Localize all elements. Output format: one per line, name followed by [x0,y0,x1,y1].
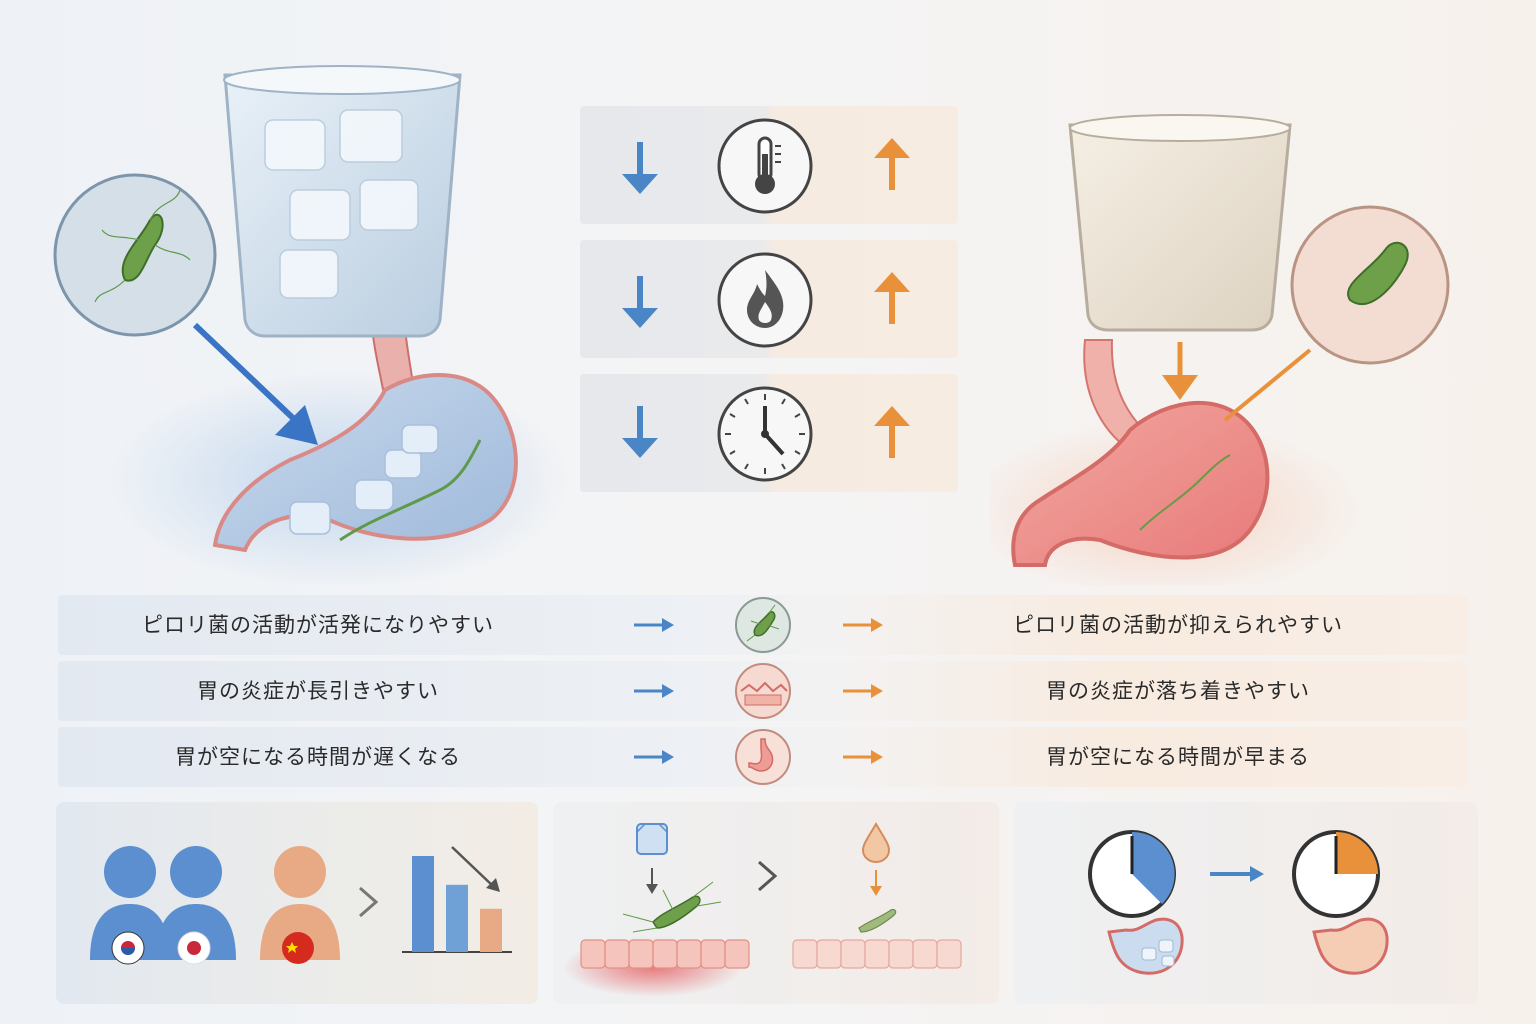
gastric-emptying-card [1014,802,1478,1004]
trend-arrow [451,846,495,888]
warm-up-arrow-icon [874,138,910,190]
gastric-emptying-illustration [1088,830,1389,975]
warm-right-arrow-icon [843,684,883,698]
comparison-row-temperature [580,106,958,224]
ice-cube-icon [636,823,668,855]
warm-clock-icon [1292,830,1380,918]
effect-row-inflammation: 胃の炎症が長引きやすい 胃の炎症が落ち着きやすい [58,661,1468,721]
thermometer-icon [717,118,813,214]
stomach-icon [735,729,791,785]
bar [412,856,434,952]
effect-warm-text: 胃が空になる時間が早まる [1046,745,1310,769]
population-card [56,802,538,1004]
effect-warm-text: ピロリ菌の活動が抑えられやすい [1013,613,1343,637]
inflamed-tissue-icon [735,663,791,719]
bar [446,884,468,952]
effect-row-emptying: 胃が空になる時間が遅くなる 胃が空になる時間が早まる [58,727,1468,787]
person-icon [260,846,340,964]
effect-row-bacteria: ピロリ菌の活動が活発になりやすい ピロリ菌の活動が抑えられやすい [58,595,1468,655]
warm-up-arrow-icon [874,406,910,458]
cold-illustration [53,65,570,585]
comparison-table [580,106,958,492]
person-icon [90,846,170,965]
flame-icon [717,252,813,348]
cold-down-arrow-icon [622,142,658,194]
bar [480,908,502,952]
comparison-row-time [580,374,958,492]
warm-right-arrow-icon [843,750,883,764]
person-icon [156,846,236,965]
warm-illustration [990,114,1450,585]
bacteria-icon [735,597,791,653]
cold-right-arrow-icon [634,684,674,698]
bar-chart [412,846,502,952]
cold-clock-icon [1088,830,1176,918]
effect-warm-text: 胃の炎症が落ち着きやすい [1046,679,1310,703]
bacteria-activity-illustration [563,822,962,997]
effect-cold-text: ピロリ菌の活動が活発になりやすい [142,613,494,637]
cold-down-arrow-icon [622,406,658,458]
bacteria-activity-card [553,802,999,1004]
cold-right-arrow-icon [634,750,674,764]
warm-up-arrow-icon [874,272,910,324]
effect-cold-text: 胃が空になる時間が遅くなる [175,745,461,769]
comparison-row-heat [580,240,958,358]
population-chart [90,846,512,965]
clock-icon [717,386,813,482]
warm-drop-icon [861,822,891,864]
effect-cold-text: 胃の炎症が長引きやすい [197,679,439,703]
cold-down-arrow-icon [622,276,658,328]
cold-right-arrow-icon [634,618,674,632]
warm-right-arrow-icon [843,618,883,632]
trend-arrow-head [486,878,500,892]
